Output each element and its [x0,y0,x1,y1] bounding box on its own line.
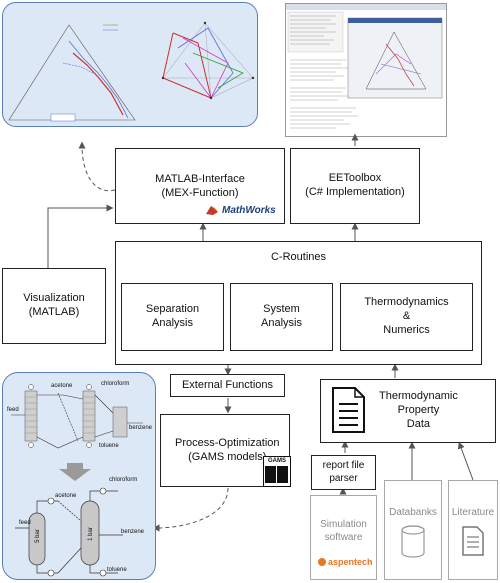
visualization-label: Visualization (MATLAB) [23,292,85,318]
aspentech-logo: aspentech [318,557,373,567]
flowsheet-label-acetone-top: acetone [51,383,73,389]
flowsheet-label-feed-top: feed [7,407,19,413]
mathworks-text: MathWorks [222,204,276,216]
process-optimization-label: Process-Optimization (GAMS models) [175,436,280,463]
thermodynamics-numerics-label: Thermodynamics & Numerics [364,296,449,336]
system-analysis-box: System Analysis [230,283,333,351]
flowsheet-label-chloroform: chloroform [109,477,138,483]
separation-analysis-label: Separation Analysis [145,303,200,329]
simulation-software-box: Simulation software [310,495,377,580]
gams-text: GAMS [268,458,286,464]
literature-label: Literature [451,507,495,518]
external-functions-label: External Functions [181,378,274,391]
external-functions-box: External Functions [170,374,285,397]
databanks-label: Databanks [389,507,437,518]
eetoolbox-box: EEToolbox (C# Implementation) [290,148,420,224]
report-file-parser-label: report file parser [322,460,365,484]
literature-document-icon [462,526,484,556]
distillation-plot-panel [2,2,258,127]
flowsheet-label-feed: feed [19,520,31,526]
visualization-box: Visualization (MATLAB) [2,268,106,344]
mathworks-membrane-icon [206,206,218,215]
report-file-parser-box: report file parser [311,455,376,490]
flowsheet-panel: acetone chloroform feed benzene toluene … [2,372,156,580]
document-icon [332,387,365,433]
flowsheet-label-toluene: toluene [107,567,127,573]
flowsheet-label-5-bar: 5 bar [34,529,41,543]
aspentech-text: aspentech [328,557,373,567]
database-icon [401,525,425,558]
ternary-plots [8,21,255,122]
flowsheet-label-acetone: acetone [55,493,77,499]
matlab-interface-box: MATLAB-Interface (MEX-Function) [115,148,285,224]
flowsheet-label-1-bar: 1 bar [87,527,94,541]
flowsheet-label-chloroform-top: chloroform [101,381,130,387]
eetoolbox-label: EEToolbox (C# Implementation) [305,172,405,198]
mathworks-logo: MathWorks [205,204,276,216]
simulation-software-label: Simulation software [320,519,367,543]
c-routines-label: C-Routines [270,251,327,263]
system-analysis-label: System Analysis [261,303,302,329]
gams-logo: GAMS [263,456,291,487]
flowsheet-label-benzene-top: benzene [129,425,153,431]
thermodynamic-property-data-label: Thermodynamic Property Data [379,390,458,430]
thermodynamics-numerics-box: Thermodynamics & Numerics [340,283,473,351]
flowsheet-label-benzene: benzene [121,529,145,535]
screenshot-graphic [286,4,446,129]
software-screenshot [285,3,447,137]
separation-analysis-box: Separation Analysis [121,283,224,351]
flowsheet-label-toluene-top: toluene [99,443,119,449]
aspentech-icon [318,558,326,566]
matlab-interface-label: MATLAB-Interface (MEX-Function) [155,173,245,199]
flowsheet-graphic [11,384,143,577]
